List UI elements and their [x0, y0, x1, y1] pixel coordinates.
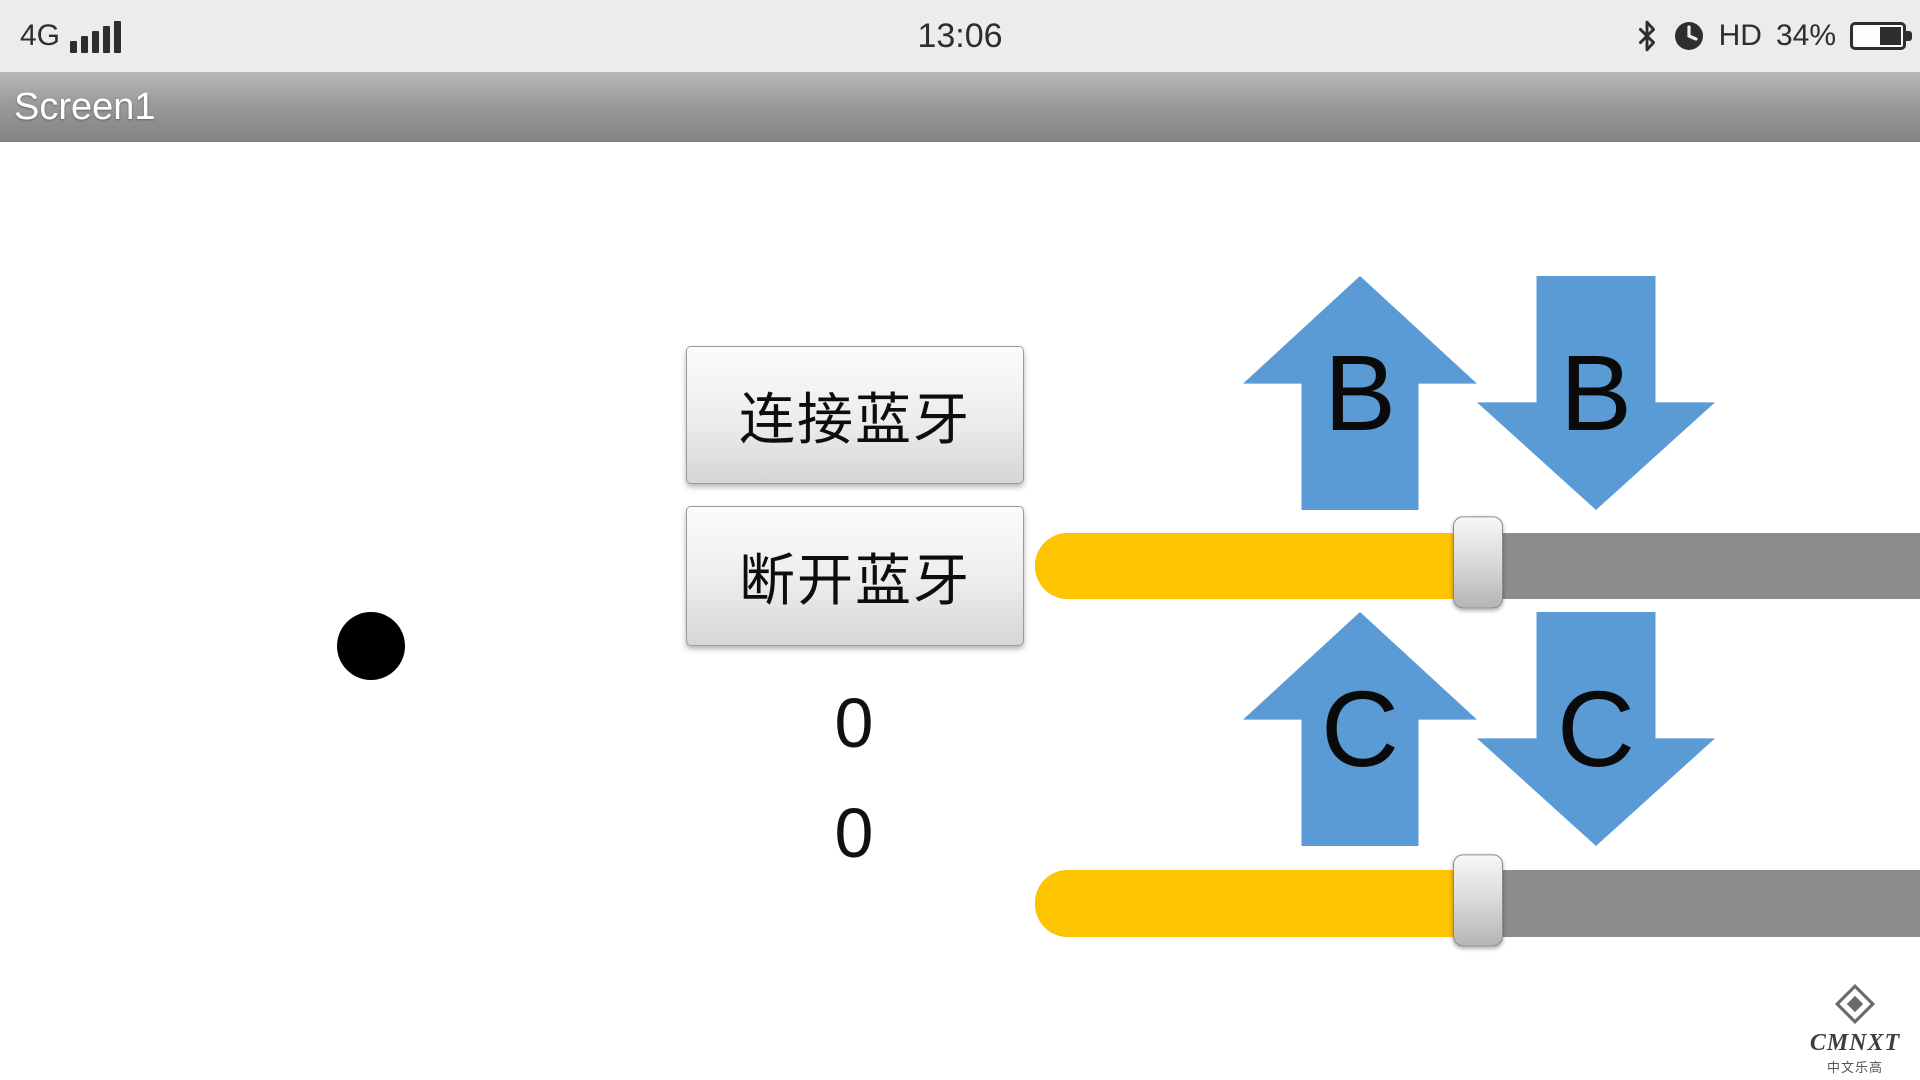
hd-indicator-label: HD	[1718, 19, 1762, 52]
status-bar: 4G 13:06 HD 34%	[0, 0, 1920, 72]
slider-1-thumb[interactable]	[1452, 516, 1503, 609]
network-type-label: 4G	[20, 19, 61, 52]
slider-1-fill	[1035, 533, 1478, 599]
watermark: CMNXT 中文乐高	[1800, 983, 1910, 1076]
bluetooth-icon	[1638, 20, 1655, 52]
slider-2-fill	[1035, 870, 1478, 937]
disconnect-bluetooth-button[interactable]: 断开蓝牙	[686, 506, 1024, 646]
c-up-arrow-button[interactable]: C	[1243, 612, 1477, 846]
alarm-clock-icon	[1674, 22, 1703, 50]
value-label-2: 0	[834, 794, 874, 872]
status-bar-left: 4G	[20, 0, 122, 72]
status-bar-right: HD 34%	[1635, 0, 1912, 72]
value-label-1: 0	[834, 684, 874, 762]
watermark-subtitle: 中文乐高	[1826, 1060, 1883, 1075]
canvas-area: 连接蓝牙 断开蓝牙 0 0 B B C C	[0, 142, 1920, 1080]
battery-icon	[1850, 22, 1912, 50]
b-down-arrow-button[interactable]: B	[1477, 276, 1715, 510]
battery-percent-label: 34%	[1775, 19, 1836, 52]
ball-sprite[interactable]	[337, 612, 405, 680]
slider-1[interactable]	[1035, 516, 1920, 609]
clock-time-label: 13:06	[917, 16, 1003, 55]
diamond-logo-icon	[1834, 983, 1876, 1025]
slider-2[interactable]	[1035, 853, 1920, 946]
arrow-letter-label: C	[1321, 668, 1399, 789]
title-bar: Screen1	[0, 72, 1920, 142]
b-up-arrow-button[interactable]: B	[1243, 276, 1477, 510]
signal-bars-icon	[70, 19, 122, 53]
status-bar-center: 13:06	[0, 0, 1920, 72]
arrow-letter-label: C	[1557, 668, 1635, 789]
screen-title: Screen1	[14, 85, 156, 128]
c-down-arrow-button[interactable]: C	[1477, 612, 1715, 846]
slider-2-thumb[interactable]	[1452, 853, 1503, 946]
connect-bluetooth-button[interactable]: 连接蓝牙	[686, 346, 1024, 484]
arrow-letter-label: B	[1323, 332, 1397, 453]
watermark-brand: CMNXT	[1809, 1030, 1901, 1056]
arrow-letter-label: B	[1559, 332, 1633, 453]
